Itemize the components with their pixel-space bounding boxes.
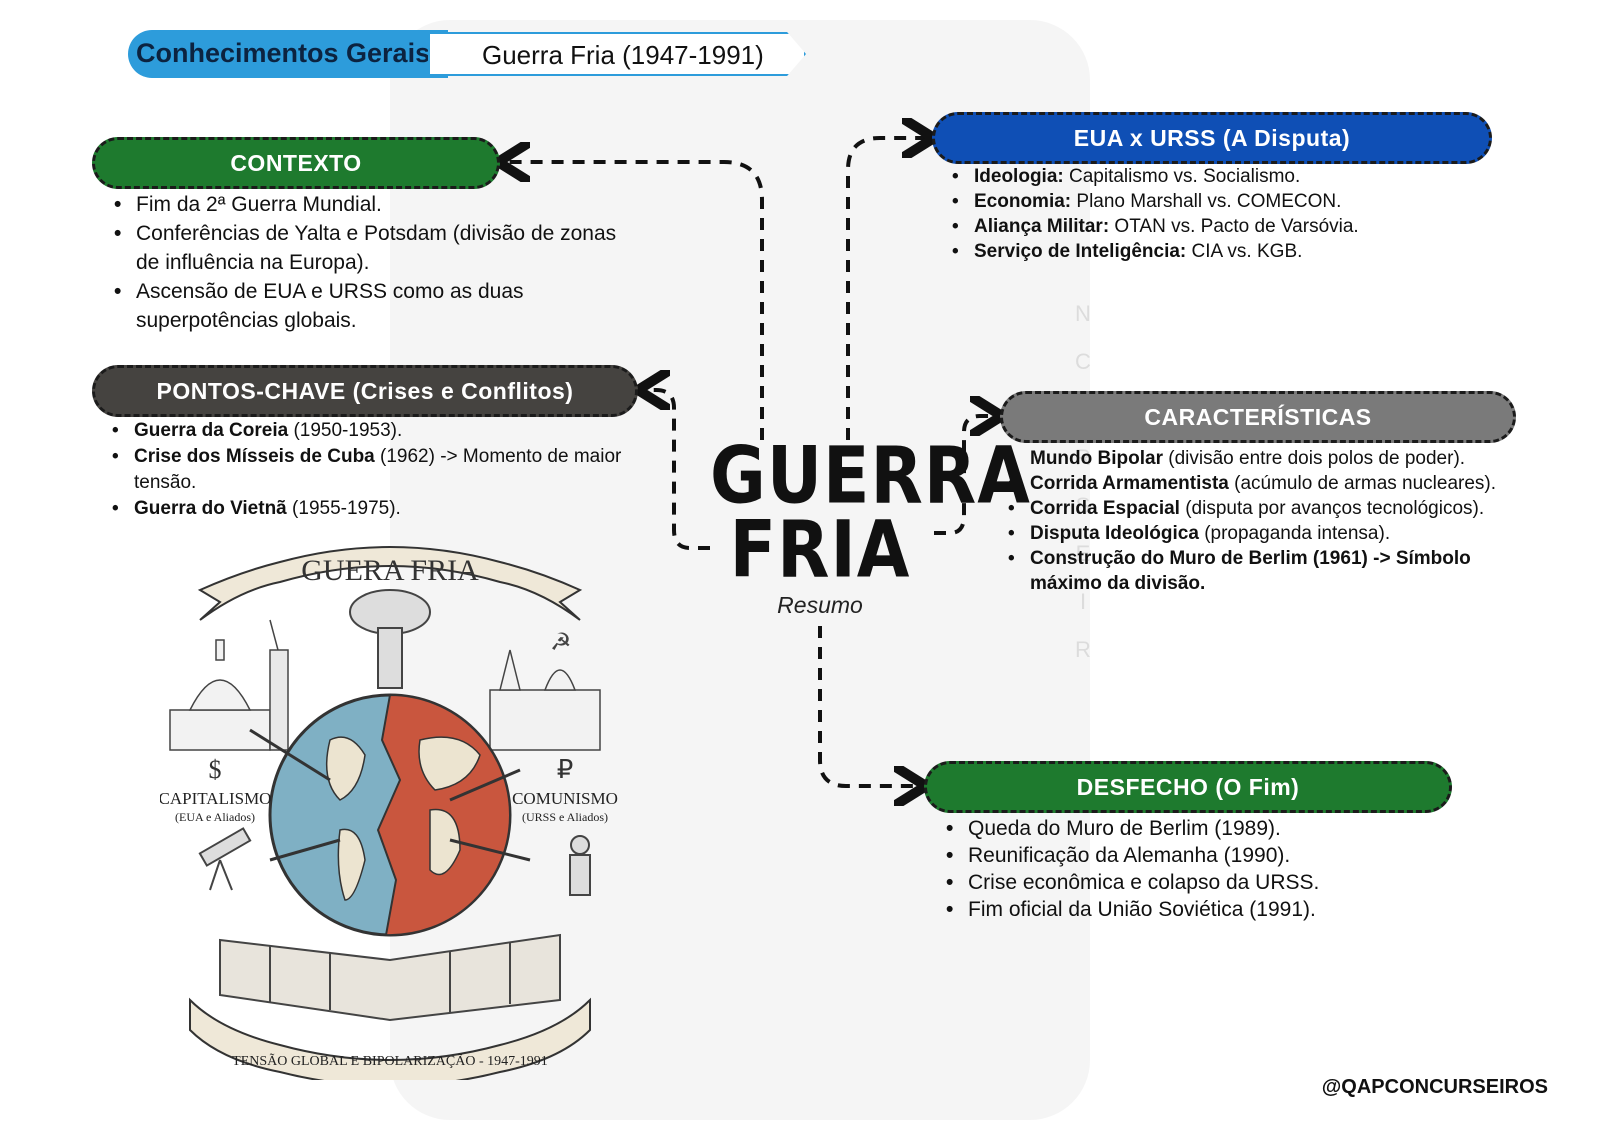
header-category-tab: Conhecimentos Gerais	[128, 30, 448, 78]
caracteristicas-item: Corrida Armamentista (acúmulo de armas n…	[1006, 471, 1546, 496]
disputa-header: EUA x URSS (A Disputa)	[932, 112, 1492, 164]
caracteristicas-item-term: Construção do Muro de Berlim (1961) -> S…	[1030, 548, 1471, 594]
connector-desfecho	[818, 626, 918, 786]
central-title-line2: FRIA	[729, 505, 911, 596]
missile-icons	[249, 728, 531, 862]
contexto-title: CONTEXTO	[230, 149, 362, 176]
header-topic: Guerra Fria (1947-1991)	[482, 40, 764, 70]
connector-disputa	[846, 138, 926, 440]
connector-contexto	[506, 162, 764, 440]
capitalism-symbol: $	[209, 755, 222, 784]
central-subtitle: Resumo	[777, 592, 863, 618]
capitalism-sublabel: (EUA e Aliados)	[175, 810, 255, 824]
disputa-item-term: Serviço de Inteligência:	[974, 241, 1187, 262]
caracteristicas-item-detail: (acúmulo de armas nucleares).	[1228, 473, 1497, 494]
header-topic-box: Guerra Fria (1947-1991)	[428, 32, 806, 76]
pontos-chave-item-term: Guerra do Vietnã	[134, 498, 287, 519]
disputa-list: Ideologia: Capitalismo vs. Socialismo.Ec…	[950, 164, 1470, 264]
disputa-item: Economia: Plano Marshall vs. COMECON.	[950, 189, 1470, 214]
disputa-item: Aliança Militar: OTAN vs. Pacto de Varsó…	[950, 214, 1470, 239]
connector-caracteristicas	[934, 416, 994, 535]
pontos-chave-item-detail: (1955-1975).	[286, 498, 401, 519]
desfecho-item: Queda do Muro de Berlim (1989).	[944, 815, 1424, 842]
banner-bottom	[189, 997, 591, 1080]
watermark-letter: C	[1075, 349, 1091, 374]
central-title: GUERRA FRIA	[710, 434, 1030, 593]
desfecho-item: Crise econômica e colapso da URSS.	[944, 869, 1424, 896]
contexto-list: Fim da 2ª Guerra Mundial.Conferências de…	[112, 190, 622, 335]
spy-icon	[569, 835, 591, 896]
watermark-letter: I	[1079, 589, 1087, 614]
capitalism-label: CAPITALISMO	[160, 789, 271, 808]
disputa-item-term: Aliança Militar:	[974, 216, 1110, 237]
caracteristicas-item-term: Mundo Bipolar	[1030, 448, 1163, 469]
contexto-item: Conferências de Yalta e Potsdam (divisão…	[112, 219, 622, 277]
pontos-chave-item-detail: (1962) -> Momento de maior tensão.	[134, 446, 622, 493]
disputa-item: Ideologia: Capitalismo vs. Socialismo.	[950, 164, 1470, 189]
caracteristicas-header: CARACTERÍSTICAS	[1000, 391, 1516, 443]
disputa-item-detail: OTAN vs. Pacto de Varsóvia.	[1109, 216, 1359, 237]
disputa-item-detail: Plano Marshall vs. COMECON.	[1071, 191, 1342, 212]
statue-of-liberty-icon	[269, 619, 289, 751]
watermark-letter: N	[1075, 301, 1091, 326]
pontos-chave-header: PONTOS-CHAVE (Crises e Conflitos)	[92, 365, 638, 417]
caracteristicas-title: CARACTERÍSTICAS	[1144, 403, 1372, 430]
caracteristicas-list: Mundo Bipolar (divisão entre dois polos …	[1006, 446, 1546, 596]
watermark-letter: R	[1075, 637, 1091, 662]
desfecho-title: DESFECHO (O Fim)	[1076, 773, 1300, 800]
banner-top	[197, 546, 583, 621]
caracteristicas-item: Mundo Bipolar (divisão entre dois polos …	[1006, 446, 1546, 471]
disputa-item-term: Economia:	[974, 191, 1072, 212]
kremlin-building-icon	[489, 649, 601, 751]
pontos-chave-item: Guerra da Coreia (1950-1953).	[110, 418, 630, 444]
cold-war-illustration: GUERA FRIA ☭ $ CAPITALISMO (EUA e	[160, 546, 618, 1080]
disputa-item-detail: Capitalismo vs. Socialismo.	[1063, 166, 1301, 187]
contexto-item: Ascensão de EUA e URSS como as duas supe…	[112, 277, 622, 335]
mushroom-cloud-icon	[349, 589, 431, 689]
disputa-title: EUA x URSS (A Disputa)	[1073, 124, 1351, 151]
communism-symbol: ₽	[557, 755, 574, 785]
disputa-item: Serviço de Inteligência: CIA vs. KGB.	[950, 239, 1470, 264]
pontos-chave-item-detail: (1950-1953).	[288, 420, 403, 441]
contexto-item: Fim da 2ª Guerra Mundial.	[112, 190, 622, 219]
globe-icon	[268, 693, 512, 937]
caracteristicas-item-term: Corrida Armamentista	[1030, 473, 1229, 494]
caracteristicas-item: Corrida Espacial (disputa por avanços te…	[1006, 496, 1546, 521]
contexto-header: CONTEXTO	[92, 137, 500, 189]
banner-top-text: GUERA FRIA	[301, 554, 479, 587]
header-category: Conhecimentos Gerais	[136, 38, 431, 68]
caracteristicas-item: Disputa Ideológica (propaganda intensa).	[1006, 521, 1546, 546]
caracteristicas-item-detail: (disputa por avanços tecnológicos).	[1179, 498, 1485, 519]
communism-sublabel: (URSS e Aliados)	[522, 810, 608, 824]
pontos-chave-list: Guerra da Coreia (1950-1953).Crise dos M…	[110, 418, 630, 522]
central-title-line1: GUERRA	[710, 431, 1031, 522]
capitol-building-icon	[169, 639, 271, 751]
telescope-icon	[198, 827, 252, 891]
disputa-item-term: Ideologia:	[974, 166, 1064, 187]
caracteristicas-item-term: Corrida Espacial	[1030, 498, 1180, 519]
connector-pontos	[646, 390, 710, 550]
berlin-wall-icon	[219, 933, 561, 1022]
pontos-chave-item-term: Crise dos Mísseis de Cuba	[134, 446, 375, 467]
caracteristicas-item-term: Disputa Ideológica	[1030, 523, 1199, 544]
communism-label: COMUNISMO	[512, 789, 618, 808]
desfecho-item: Fim oficial da União Soviética (1991).	[944, 896, 1424, 923]
desfecho-list: Queda do Muro de Berlim (1989).Reunifica…	[944, 815, 1424, 923]
pontos-chave-item: Crise dos Mísseis de Cuba (1962) -> Mome…	[110, 444, 630, 496]
caracteristicas-item-detail: (propaganda intensa).	[1198, 523, 1391, 544]
footer-handle: @QAPCONCURSEIROS	[1321, 1076, 1548, 1098]
disputa-item-detail: CIA vs. KGB.	[1186, 241, 1303, 262]
pontos-chave-item-term: Guerra da Coreia	[134, 420, 289, 441]
header-title-bar: Conhecimentos Gerais Guerra Fria (1947-1…	[128, 30, 812, 78]
caracteristicas-item: Construção do Muro de Berlim (1961) -> S…	[1006, 546, 1546, 596]
caracteristicas-item-detail: (divisão entre dois polos de poder).	[1162, 448, 1466, 469]
pontos-chave-title: PONTOS-CHAVE (Crises e Conflitos)	[156, 377, 574, 404]
banner-bottom-text: TENSÃO GLOBAL E BIPOLARIZAÇÃO - 1947-199…	[232, 1053, 548, 1069]
desfecho-item: Reunificação da Alemanha (1990).	[944, 842, 1424, 869]
hammer-sickle-icon: ☭	[550, 628, 572, 656]
pontos-chave-item: Guerra do Vietnã (1955-1975).	[110, 496, 630, 522]
desfecho-header: DESFECHO (O Fim)	[924, 761, 1452, 813]
